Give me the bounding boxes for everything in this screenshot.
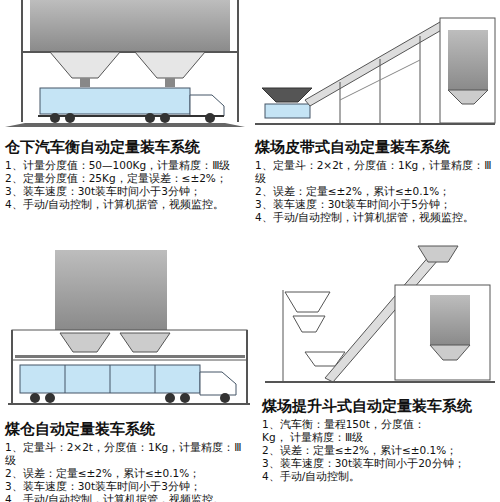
spec-line: 3、装车速度：30t装车时间小于3分钟； (5, 480, 245, 493)
spec-line: 1、定量斗：2×2t，分度值：1Kg，计量精度：Ⅲ级 (255, 159, 495, 184)
wheel (30, 393, 40, 403)
ramp (5, 123, 25, 127)
spec-line: 2、误差：定量≤±2%，累计≤±0.1%； (5, 467, 245, 480)
container-rib (65, 365, 66, 393)
frame-post (21, 0, 23, 122)
container-rib (110, 365, 111, 393)
elevator-loader (265, 246, 495, 382)
spec-line: 1、计量分度值：50—100Kg，计量精度：Ⅲ级 (5, 159, 245, 172)
truss-leg (420, 36, 421, 124)
chute (165, 78, 175, 87)
hopper (305, 352, 345, 366)
belt (15, 355, 245, 358)
spec-line: 3、装车速度：30t装车时间小于5分钟； (255, 198, 495, 211)
truss-leg (380, 59, 381, 124)
wheel (220, 393, 230, 403)
spec-line: 4、手动/自动控制。 (262, 470, 500, 483)
spec-line: 4、手动/自动控制，计算机据管，视频监控。 (5, 493, 245, 502)
ramp (225, 123, 245, 127)
wheel (160, 113, 170, 123)
spec-line: 1、汽车衡：量程150t，分度值：Kg， 计量精度：Ⅲ级 (262, 418, 447, 443)
system-title: 煤场皮带式自动定量装车系统 (255, 138, 495, 156)
wheel (65, 113, 75, 123)
hopper (120, 333, 170, 352)
hopper (135, 52, 205, 78)
wheel (165, 393, 175, 403)
truck-container (20, 365, 200, 393)
hopper (60, 333, 110, 352)
wheel (180, 393, 190, 403)
spec-line: 2、误差：定量≤±2%，累计≤±0.1%； (255, 185, 495, 198)
chute (80, 78, 90, 87)
truck-container (40, 88, 190, 114)
truck-cab (190, 95, 224, 116)
loading-building (395, 285, 490, 380)
loading-building (440, 18, 495, 123)
frame-post (246, 330, 248, 404)
spec-line: 2、定量分度值：25Kg，定量误差：≤±2%； (5, 172, 245, 185)
system-title: 煤仓自动定量装车系统 (5, 420, 245, 438)
truss-brace (380, 60, 420, 80)
hopper (448, 90, 488, 104)
spec-line: 3、装车速度：30t装车时间小于20分钟； (262, 457, 500, 470)
hopper (418, 246, 458, 262)
conveyor-belt (305, 22, 445, 106)
weigh-bin (430, 295, 470, 345)
container-rib (155, 365, 156, 393)
system-title: 煤场提升斗式自动定量装车系统 (262, 397, 500, 415)
ground-line (8, 403, 250, 405)
hopper (430, 345, 470, 360)
hopper (285, 292, 330, 312)
wheel (45, 393, 55, 403)
silo-body (55, 250, 167, 330)
frame-post (283, 290, 284, 382)
truss-brace (340, 80, 380, 100)
silo-body (30, 0, 230, 52)
truss-leg (340, 82, 341, 124)
spec-line: 2、误差：定量≤±2%，累计≤±0.1%； (262, 444, 500, 457)
wheel (205, 113, 215, 123)
truck-cab (200, 372, 236, 395)
belt-loader (255, 18, 495, 124)
cart (265, 104, 310, 118)
wheel (50, 113, 60, 123)
bin-loader (8, 250, 250, 404)
spec-line: 3、装车速度：30t装车时间小于3分钟； (5, 185, 245, 198)
frame-post (237, 0, 239, 122)
spec-line: 4、手动/自动控制，计算机据管，视频监控。 (255, 211, 495, 224)
truck-scale-loader (5, 0, 245, 127)
weigh-bin (448, 30, 488, 90)
ground-line (265, 381, 495, 383)
weighbridge (25, 123, 225, 127)
ground-line (255, 123, 495, 125)
spec-line: 4、手动/自动控制，计算机据管，视频监控。 (5, 198, 245, 211)
spec-line: 1、定量斗：2×2t，分度值：1Kg，计量精度：Ⅲ级 (5, 441, 245, 466)
hopper (293, 316, 325, 332)
system-title: 仓下汽车衡自动定量装车系统 (5, 138, 245, 156)
frame (12, 330, 247, 360)
wheel (145, 113, 155, 123)
hopper (50, 52, 120, 78)
frame-post (11, 330, 13, 404)
